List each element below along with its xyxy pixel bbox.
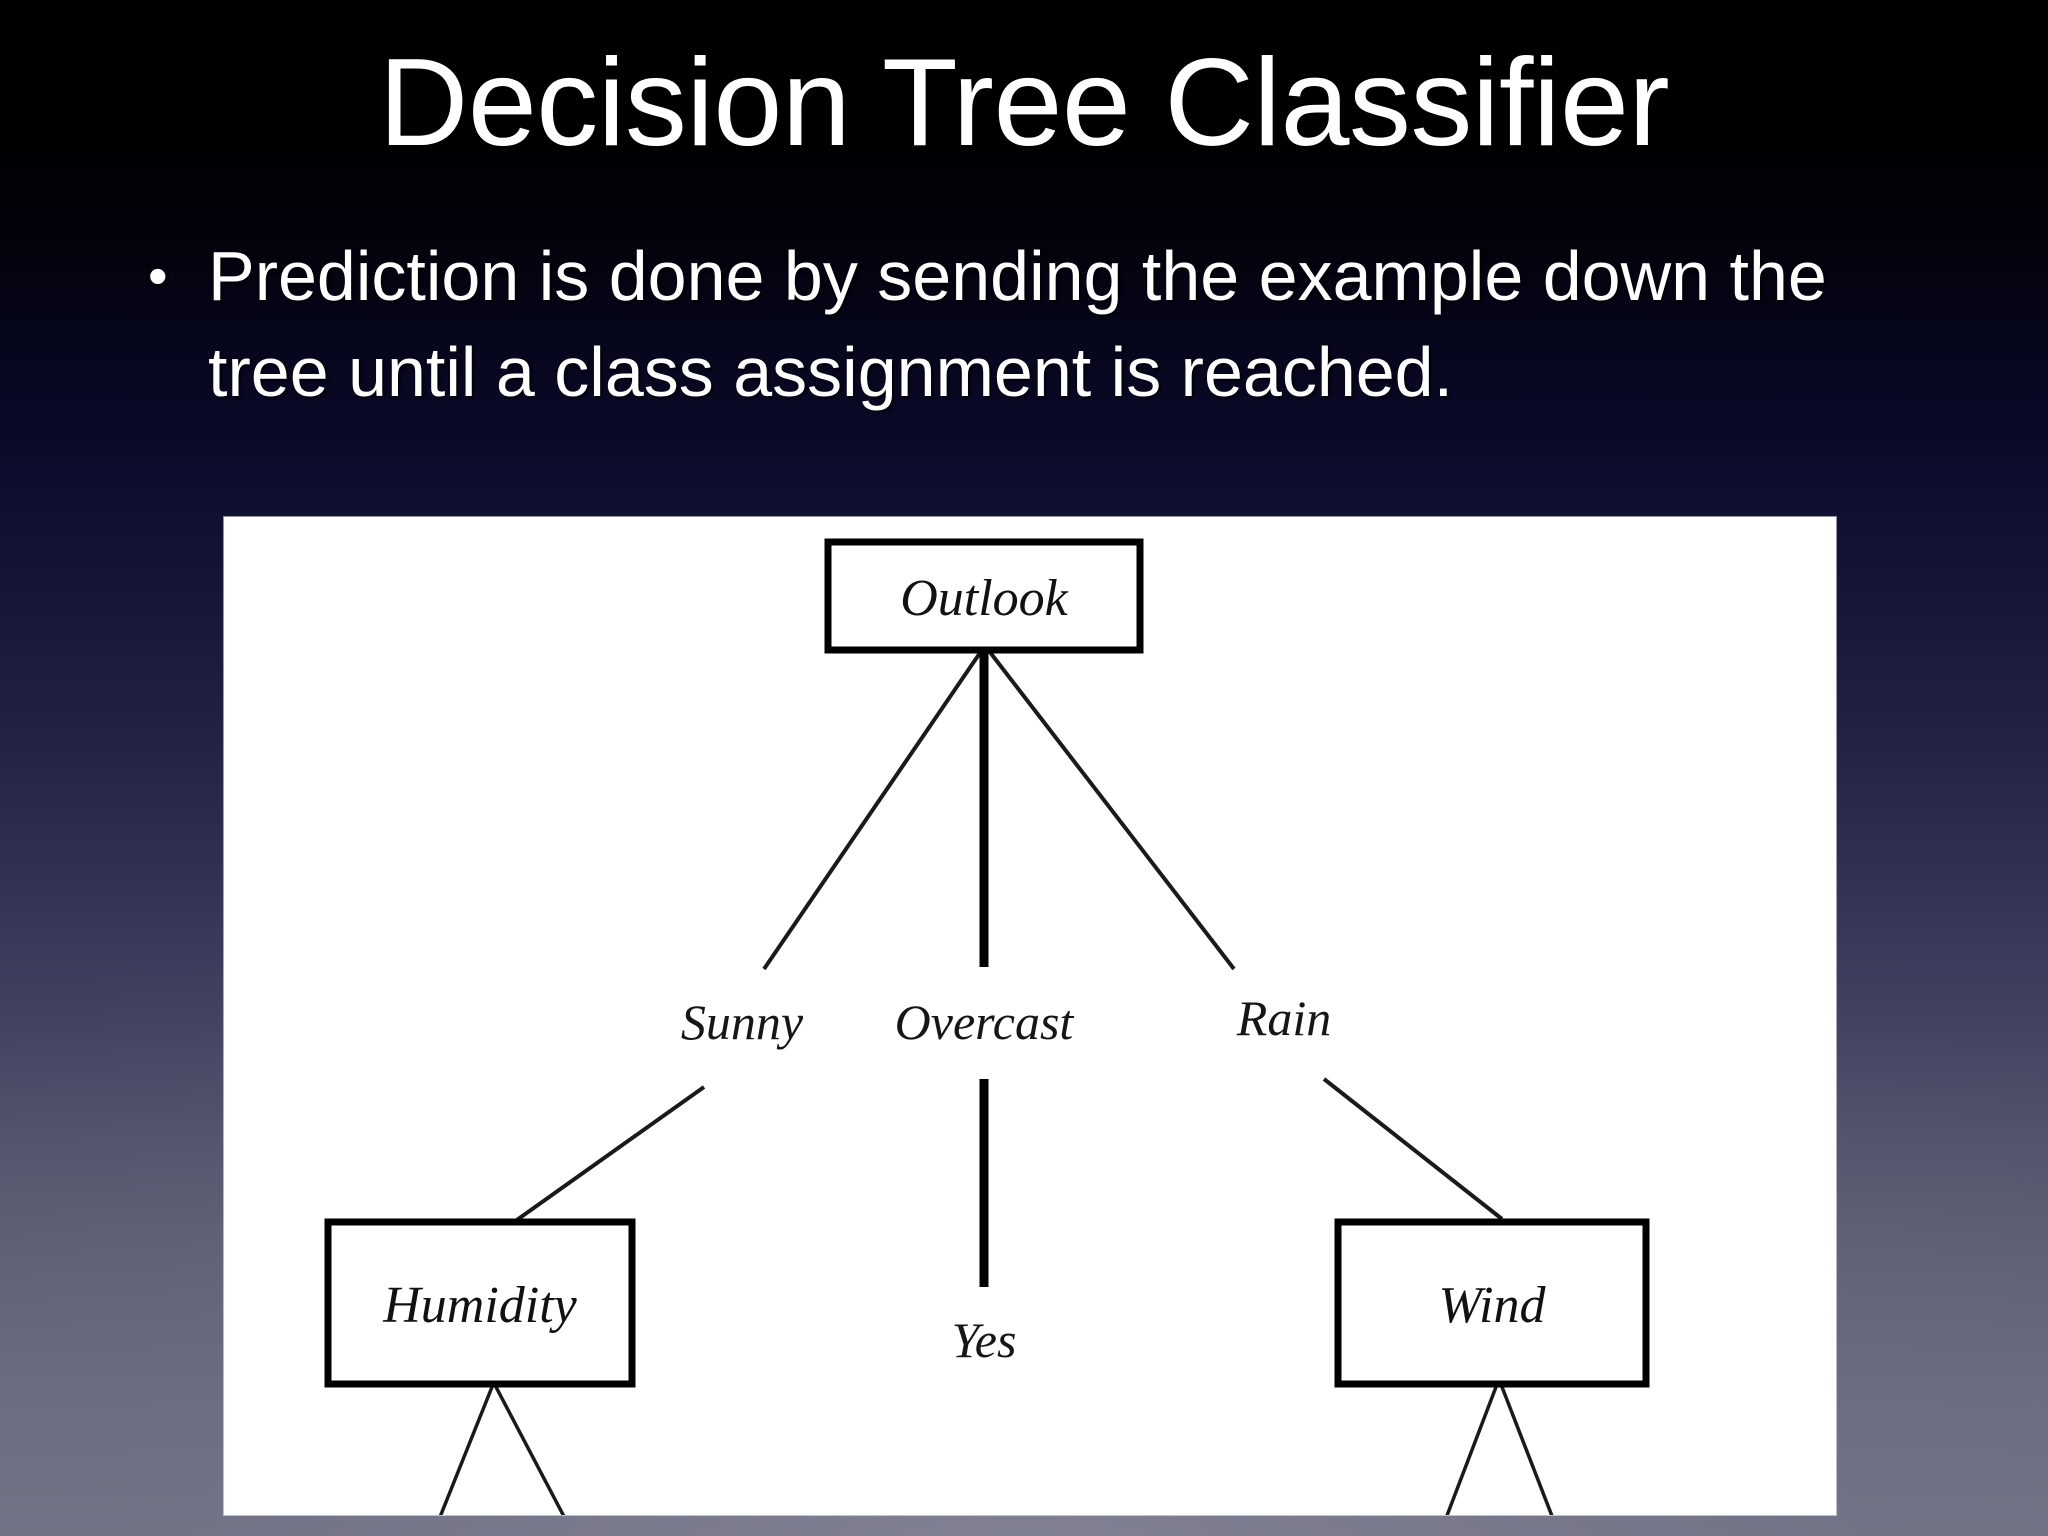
decision-tree-diagram: Outlook Sunny Overcast Rain Humidity Win…: [324, 538, 1650, 1515]
edge-rain-to-wind: [1322, 1077, 1504, 1221]
node-box-humidity[interactable]: [324, 1218, 636, 1388]
edge-sunny-to-humidity: [512, 1085, 706, 1224]
edge-wind-weak: [1500, 1386, 1554, 1515]
edge-humidity-normal: [494, 1386, 566, 1515]
edge-outlook-rain: [984, 645, 1236, 971]
edge-outlook-sunny: [762, 645, 986, 971]
edge-humidity-high: [438, 1386, 494, 1515]
edge-label-sunny: Sunny: [681, 994, 804, 1050]
leaf-label-yes-overcast: Yes: [952, 1312, 1017, 1368]
edge-label-overcast: Overcast: [895, 994, 1075, 1050]
node-label-humidity: Humidity: [382, 1277, 577, 1334]
bullet-list: • Prediction is done by sending the exam…: [148, 228, 1938, 420]
decision-tree-image-panel: Outlook Sunny Overcast Rain Humidity Win…: [224, 517, 1836, 1515]
bullet-item-text: Prediction is done by sending the exampl…: [208, 237, 1827, 411]
node-label-outlook: Outlook: [900, 570, 1068, 627]
edge-label-rain: Rain: [1236, 990, 1331, 1046]
edge-wind-strong: [1445, 1386, 1498, 1515]
node-box-wind[interactable]: [1334, 1218, 1650, 1388]
node-box-outlook[interactable]: [824, 538, 1144, 654]
node-label-wind: Wind: [1439, 1277, 1547, 1334]
bullet-marker-icon: •: [148, 244, 168, 307]
page-title: Decision Tree Classifier: [378, 34, 1670, 172]
